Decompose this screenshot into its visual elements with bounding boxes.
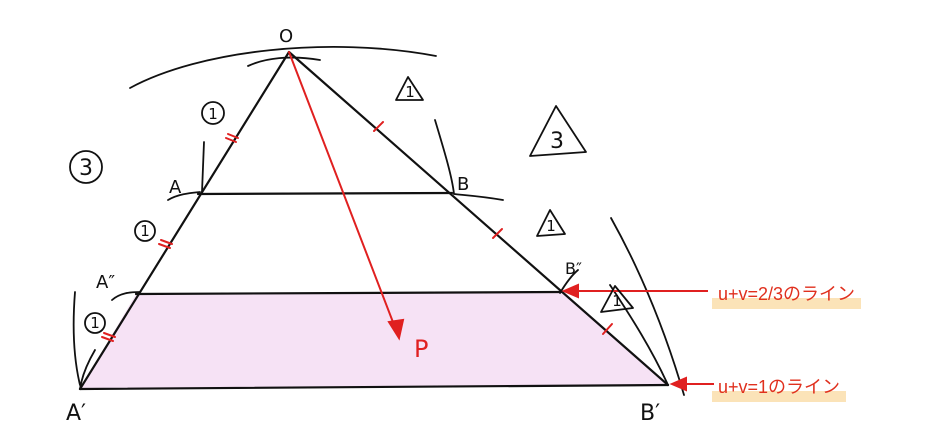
label-O: O <box>279 26 293 47</box>
ratio-OB: 1 <box>405 83 415 101</box>
arc-right <box>609 217 685 396</box>
tick-AA2-2 <box>158 243 171 249</box>
tick-A2A1-2 <box>101 336 114 342</box>
tick-OA-2 <box>225 137 237 143</box>
ratio-A2A1: 1 <box>90 314 100 332</box>
label-B1: B′ <box>640 401 660 426</box>
side-OB1 <box>287 50 670 387</box>
arc-top-inner <box>247 56 321 67</box>
vector-OP <box>288 51 397 331</box>
arc-at-A2 <box>111 291 141 301</box>
vector-OP-head <box>387 318 405 341</box>
tick-A2A1 <box>103 332 116 338</box>
ratio-AA2: 1 <box>140 222 150 240</box>
label-B2: B″ <box>565 259 582 278</box>
annotation-two-thirds: u+v=2/3のライン <box>712 280 862 309</box>
tick-AA2 <box>160 239 173 245</box>
label-A: A <box>169 177 182 198</box>
ratio-triangle-B2B1 <box>600 285 634 313</box>
tick-OA <box>227 133 239 139</box>
arc-at-B <box>434 119 504 201</box>
label-B: B <box>457 174 469 195</box>
arc-left <box>72 291 96 390</box>
tick-B2B1 <box>602 323 613 335</box>
ratio-triangle-right-total <box>529 105 587 157</box>
label-P: P <box>414 335 428 363</box>
ratio-circle-left-total <box>69 150 103 184</box>
ratio-circle-OA <box>201 101 225 125</box>
arc-at-A <box>167 141 205 201</box>
ratio-B2B1: 1 <box>612 292 622 310</box>
label-A2: A″ <box>96 272 115 293</box>
annotation-one: u+v=1のライン <box>712 373 847 402</box>
ratio-BB2: 1 <box>546 217 556 235</box>
label-A1: A′ <box>66 401 86 426</box>
segment-AB <box>196 191 454 196</box>
ratio-triangle-OB <box>395 76 424 101</box>
side-OA1 <box>78 50 291 391</box>
shaded-region <box>80 292 668 389</box>
tick-OB <box>373 121 384 132</box>
arrow-two-thirds-head <box>561 283 579 299</box>
arc-at-B2 <box>559 269 579 294</box>
arc-top <box>129 46 437 89</box>
ratio-circle-A2A1 <box>84 312 106 334</box>
arrow-one-head <box>669 376 687 392</box>
ratio-right-total: 3 <box>550 129 564 154</box>
ratio-triangle-BB2 <box>536 209 566 237</box>
tick-BB2 <box>492 228 503 239</box>
ratio-OA: 1 <box>208 105 218 123</box>
segment-A2B2 <box>134 290 563 296</box>
ratio-left-total: 3 <box>79 156 93 181</box>
base-A1B1 <box>78 383 670 391</box>
ratio-circle-AA2 <box>134 220 156 242</box>
